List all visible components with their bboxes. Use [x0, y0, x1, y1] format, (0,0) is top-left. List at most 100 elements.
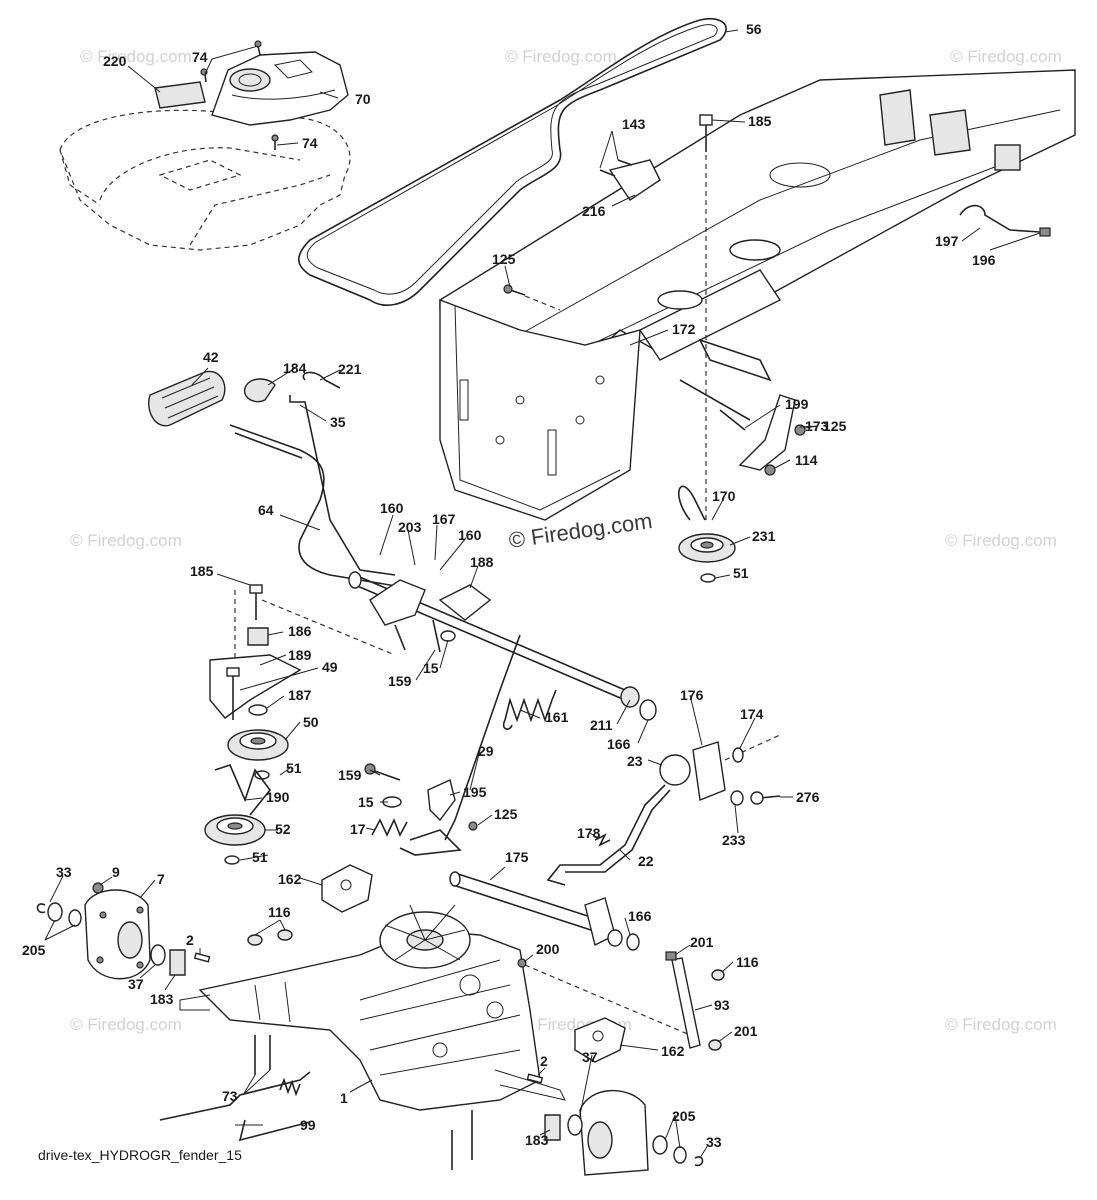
block-162-bottom-hole: [592, 1030, 604, 1042]
rod-22-b: [565, 789, 671, 873]
link-93: [671, 957, 701, 1049]
callout-143: 143: [622, 116, 646, 132]
callout-197: 197: [935, 233, 959, 249]
callout-211: 211: [590, 717, 613, 733]
callout-189: 189: [288, 647, 312, 663]
bolt-276-head: [750, 791, 764, 805]
decal-220: [154, 81, 206, 109]
callout-174: 174: [740, 706, 764, 722]
nut-116-a: [247, 934, 263, 946]
callout-170: 170: [712, 488, 736, 504]
rod-195: [399, 829, 462, 856]
callout-9: 9: [112, 864, 120, 880]
washer-205-b1: [652, 1135, 668, 1155]
callout-64: 64: [258, 502, 274, 518]
callout-49: 49: [322, 659, 338, 675]
callout-2: 2: [540, 1053, 548, 1069]
callout-220: 220: [103, 53, 127, 69]
clip-33-a: [36, 903, 46, 914]
washer-37-a: [150, 944, 166, 966]
bolt-125-frame-head: [503, 284, 513, 294]
callout-labels: 220 74 70 74 56 143 185 216 197 196 125 …: [22, 21, 996, 1150]
callout-184: 184: [283, 360, 307, 376]
ball-23: [659, 754, 691, 786]
watermark: © Firedog.com: [70, 1015, 182, 1034]
callout-201: 201: [690, 934, 714, 950]
callout-17: 17: [350, 821, 366, 837]
callout-56: 56: [746, 21, 762, 37]
pedal-shaft-64: [229, 424, 421, 591]
callout-205: 205: [22, 942, 46, 958]
idler-pulley-231: [678, 485, 736, 583]
nut-116-b: [277, 929, 293, 941]
block-162-top: [321, 864, 373, 913]
callout-162: 162: [278, 871, 302, 887]
nut-51-c: [224, 855, 240, 865]
callout-276: 276: [796, 789, 820, 805]
callout-51: 51: [252, 849, 268, 865]
callout-93: 93: [714, 997, 730, 1013]
spring-99: [279, 1077, 301, 1097]
washer-205-b2: [673, 1146, 687, 1164]
washer-37-b: [567, 1114, 583, 1136]
callout-162: 162: [661, 1043, 685, 1059]
callout-114: 114: [795, 452, 818, 468]
callout-183: 183: [525, 1132, 549, 1148]
callout-172: 172: [672, 321, 696, 337]
callout-205: 205: [672, 1108, 696, 1124]
watermark: © Firedog.com: [70, 531, 182, 550]
callout-221: 221: [338, 361, 362, 377]
bushing-183-a: [169, 949, 186, 976]
bolt-159-b: [371, 769, 401, 781]
callout-99: 99: [300, 1117, 316, 1133]
tractor-frame: [439, 69, 1076, 521]
callout-35: 35: [330, 414, 346, 430]
key-2-a: [193, 952, 211, 963]
callout-37: 37: [128, 976, 144, 992]
spring-17: [371, 817, 408, 837]
washer-205-a1: [47, 902, 63, 922]
nut-201-b: [708, 1039, 722, 1051]
block-162-top-hole: [340, 879, 352, 891]
plate-176: [692, 741, 726, 801]
callout-166: 166: [628, 908, 652, 924]
watermark: © Firedog.com: [950, 47, 1062, 66]
callout-22: 22: [638, 853, 654, 869]
callout-2: 2: [186, 932, 194, 948]
bolt-200: [517, 958, 527, 968]
pin-221: [302, 371, 341, 389]
pulley-52: [204, 814, 266, 846]
callout-173: 173: [805, 418, 829, 434]
callout-74: 74: [192, 49, 208, 65]
callout-199: 199: [785, 396, 809, 412]
callout-187: 187: [288, 687, 312, 703]
callout-7: 7: [157, 871, 165, 887]
wheel-hub-7: [84, 889, 151, 980]
bushing-183-b: [544, 1114, 561, 1141]
bolt-201-a: [665, 951, 677, 961]
callout-188: 188: [470, 554, 494, 570]
washer-174: [732, 747, 744, 763]
lever-99: [159, 1071, 311, 1142]
callout-216: 216: [582, 203, 606, 219]
diagram-caption: drive-tex_HYDROGR_fender_15: [38, 1147, 242, 1163]
block-162-bottom: [574, 1017, 626, 1063]
shaft-175: [449, 871, 640, 951]
callout-74: 74: [302, 135, 318, 151]
bolt-9: [92, 882, 104, 894]
nut-116-c: [711, 969, 725, 981]
drive-belt-56: [297, 18, 727, 306]
callout-73: 73: [222, 1088, 238, 1104]
callout-195: 195: [463, 784, 487, 800]
callout-51: 51: [733, 565, 749, 581]
rod-197: [959, 204, 1051, 237]
callout-50: 50: [303, 714, 319, 730]
bolt-159-b-head: [364, 763, 376, 775]
fender-outline: [59, 109, 351, 251]
callout-161: 161: [545, 709, 569, 725]
callout-196: 196: [972, 252, 996, 268]
washer-205-a2: [68, 909, 82, 927]
callout-1: 1: [340, 1090, 348, 1106]
idler-bracket-173: [719, 394, 806, 476]
bushing-186: [247, 627, 269, 646]
